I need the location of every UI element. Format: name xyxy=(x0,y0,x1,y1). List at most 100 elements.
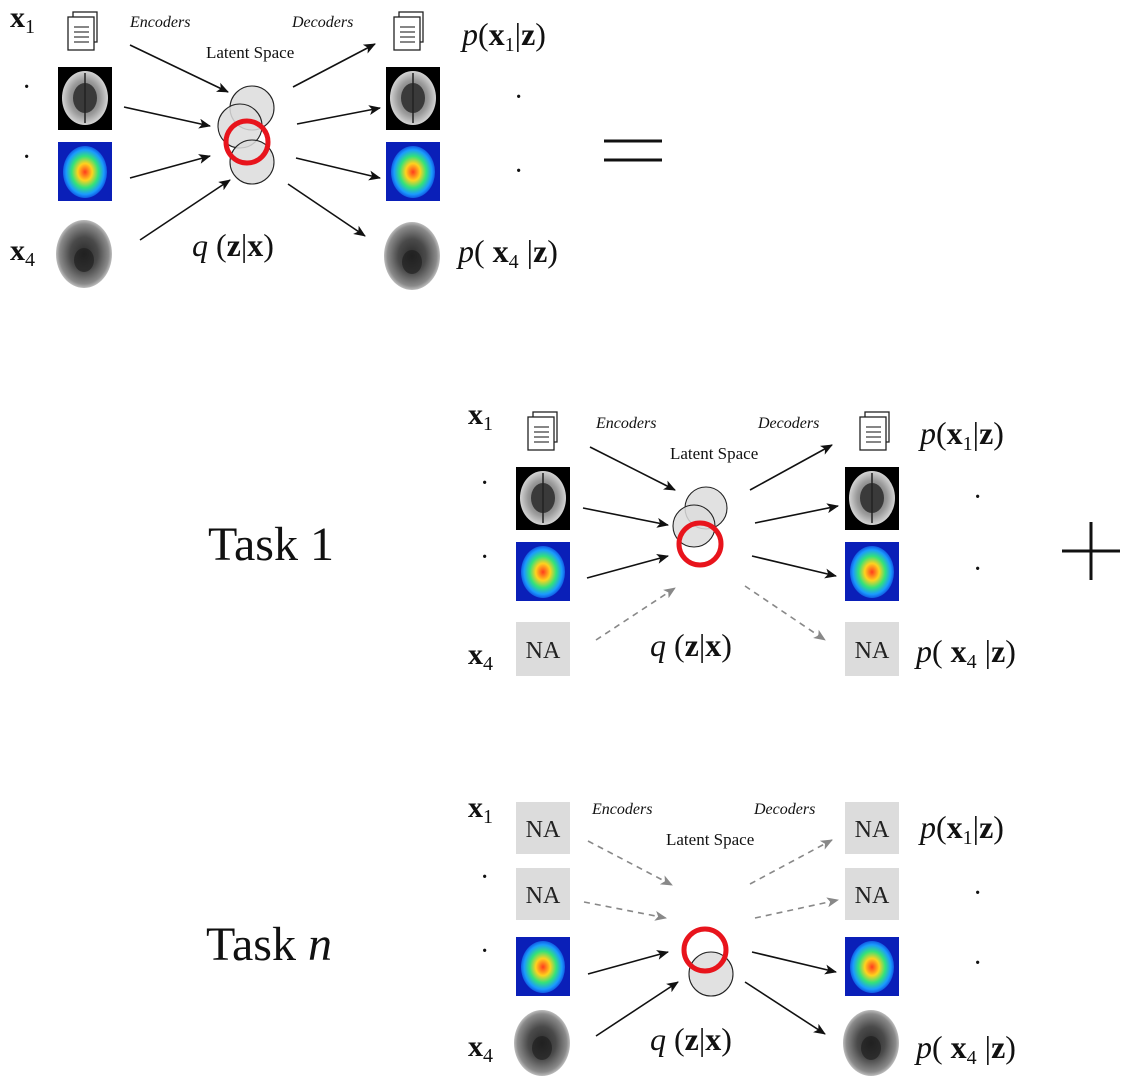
svg-text:NA: NA xyxy=(855,817,890,843)
output-bottom-label: p( x4 |z) xyxy=(914,1029,1016,1069)
na-box: NA xyxy=(845,868,899,920)
ellipsis-dot: · xyxy=(973,878,982,909)
missing-encoder-arrow xyxy=(595,587,676,641)
encoders-label: Encoders xyxy=(591,801,652,818)
encoder-arrow xyxy=(587,950,669,975)
svg-text:NA: NA xyxy=(526,883,561,909)
missing-decoder-arrow xyxy=(744,585,826,641)
ellipsis-dot: · xyxy=(973,482,982,513)
input-x1-label: x1 xyxy=(10,1,35,38)
na-box: NA xyxy=(845,802,899,854)
svg-text:NA: NA xyxy=(855,638,890,664)
output-top-label: p(x1|z) xyxy=(918,415,1004,455)
ellipsis-dot: · xyxy=(22,142,31,173)
ellipsis-dot: · xyxy=(22,72,31,103)
mri-brain-icon xyxy=(386,67,440,130)
encoder-arrow xyxy=(129,44,229,93)
decoder-arrow xyxy=(287,183,366,237)
panel-task-n: Task n x1 · · x4 NA NA Encoders Decoders… xyxy=(206,791,1016,1076)
encoder-arrow xyxy=(595,981,679,1037)
blurred-brain-icon xyxy=(384,222,440,290)
document-icon xyxy=(67,11,98,51)
panel-task-1: Task 1 x1 · · x4 NA Encoders Decoder xyxy=(208,398,1120,676)
equals-symbol xyxy=(604,139,662,162)
decoders-label: Decoders xyxy=(757,415,819,432)
missing-decoder-arrow xyxy=(749,839,833,885)
missing-decoder-arrow xyxy=(754,897,839,919)
joint-posterior-ring xyxy=(676,520,724,568)
joint-posterior-ring xyxy=(223,118,271,166)
input-x4-label: x4 xyxy=(468,1030,493,1067)
missing-encoder-arrow xyxy=(587,840,673,886)
svg-text:NA: NA xyxy=(855,883,890,909)
pet-brain-icon xyxy=(58,142,112,201)
decoder-arrow xyxy=(295,157,381,181)
posterior-label: q (z|x) xyxy=(650,1021,732,1057)
output-top-label: p(x1|z) xyxy=(460,16,546,56)
output-bottom-label: p( x4 |z) xyxy=(914,633,1016,673)
decoder-arrow xyxy=(744,981,826,1035)
encoder-arrow xyxy=(123,106,211,129)
decoder-arrow xyxy=(751,951,837,975)
ellipsis-dot: · xyxy=(480,862,489,893)
encoders-label: Encoders xyxy=(595,415,656,432)
mri-brain-icon xyxy=(58,67,112,130)
decoder-arrow xyxy=(296,105,381,125)
input-x1-label: x1 xyxy=(468,791,493,828)
na-box: NA xyxy=(516,802,570,854)
ellipsis-dot: · xyxy=(480,468,489,499)
encoder-arrow xyxy=(589,446,676,491)
mri-brain-icon xyxy=(516,467,570,530)
blurred-brain-icon xyxy=(843,1010,899,1076)
decoder-arrow xyxy=(751,555,837,579)
latent-space-label: Latent Space xyxy=(670,444,758,463)
latent-space-label: Latent Space xyxy=(206,43,294,62)
posterior-label: q (z|x) xyxy=(650,627,732,663)
encoders-label: Encoders xyxy=(129,14,190,31)
ellipsis-dot: · xyxy=(973,554,982,585)
latent-space-label: Latent Space xyxy=(666,830,754,849)
output-top-label: p(x1|z) xyxy=(918,809,1004,849)
ellipsis-dot: · xyxy=(480,936,489,967)
task-label: Task n xyxy=(206,918,332,971)
decoders-label: Decoders xyxy=(753,801,815,818)
document-icon xyxy=(859,411,890,451)
pet-brain-icon xyxy=(516,937,570,996)
pet-brain-icon xyxy=(845,937,899,996)
svg-text:NA: NA xyxy=(526,817,561,843)
pet-brain-icon xyxy=(845,542,899,601)
blurred-brain-icon xyxy=(56,220,112,288)
encoder-arrow xyxy=(139,179,231,241)
ellipsis-dot: · xyxy=(480,542,489,573)
encoder-arrow xyxy=(582,507,669,528)
decoder-arrow xyxy=(749,444,833,491)
ellipsis-dot: · xyxy=(514,82,523,113)
na-box: NA xyxy=(845,622,899,676)
input-x4-label: x4 xyxy=(10,234,35,271)
encoder-arrow xyxy=(586,554,669,579)
joint-posterior-ring xyxy=(681,926,729,974)
posterior-label: q (z|x) xyxy=(192,227,274,263)
pet-brain-icon xyxy=(516,542,570,601)
svg-text:NA: NA xyxy=(526,638,561,664)
decoders-label: Decoders xyxy=(291,14,353,31)
input-x1-label: x1 xyxy=(468,398,493,435)
missing-encoder-arrow xyxy=(583,901,667,921)
pet-brain-icon xyxy=(386,142,440,201)
document-icon xyxy=(393,11,424,51)
document-icon xyxy=(527,411,558,451)
output-bottom-label: p( x4 |z) xyxy=(456,233,558,273)
blurred-brain-icon xyxy=(514,1010,570,1076)
na-box: NA xyxy=(516,868,570,920)
decoder-arrow xyxy=(754,503,839,524)
ellipsis-dot: · xyxy=(514,156,523,187)
encoder-arrow xyxy=(129,154,211,179)
decoder-arrow xyxy=(292,43,376,88)
task-label: Task 1 xyxy=(208,518,334,571)
mri-brain-icon xyxy=(845,467,899,530)
input-x4-label: x4 xyxy=(468,638,493,675)
panel-full-model: x1 · · x4 Encoders Decoders xyxy=(10,1,662,290)
plus-symbol xyxy=(1062,522,1120,580)
ellipsis-dot: · xyxy=(973,948,982,979)
